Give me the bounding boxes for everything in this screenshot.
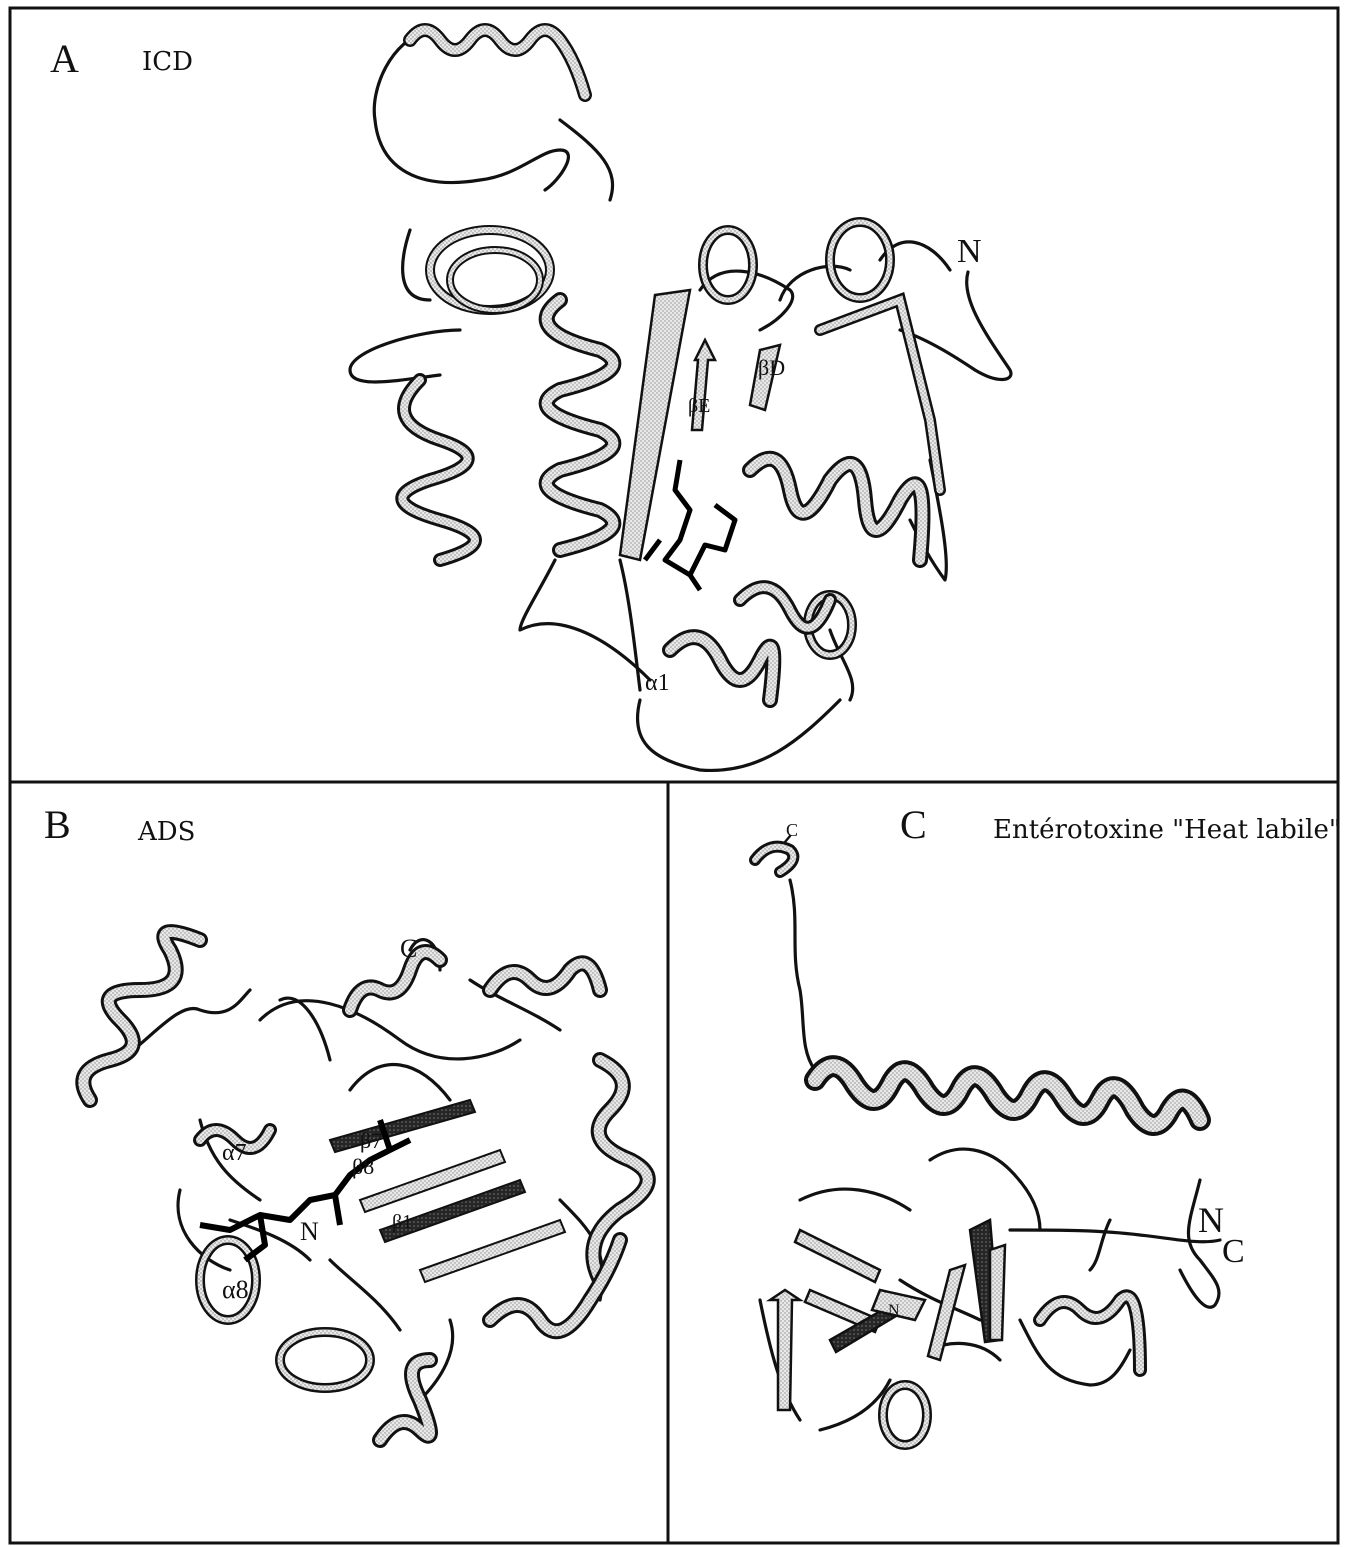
panel-b: B ADS xyxy=(44,802,648,1440)
panel-a-protein-ribbon xyxy=(350,30,1011,770)
panel-c-c-terminus-helix-label: C xyxy=(1222,1233,1245,1270)
panel-c-n-terminus-helix-label: N xyxy=(1198,1200,1224,1240)
panel-b-alpha-8-label: α8 xyxy=(222,1275,249,1304)
panel-b-helix-upper-left xyxy=(83,932,200,1100)
panel-a-helix-right xyxy=(750,459,923,560)
panel-b-helix-top-center xyxy=(350,952,440,1010)
panel-a-helix-left xyxy=(402,380,475,560)
panel-a-n-terminus-label: N xyxy=(957,233,982,270)
panel-a-title: ICD xyxy=(142,47,193,77)
panel-c-helix-lower xyxy=(883,1385,927,1445)
panel-a-ligand xyxy=(645,460,735,590)
panel-b-beta-7-label: β7 xyxy=(360,1128,382,1153)
panel-a-beta-e-label: βE xyxy=(688,395,710,417)
panel-a-beta-d-label: βD xyxy=(758,355,785,380)
panel-a-helix-top-right xyxy=(820,222,940,490)
panel-a-helix-center-left xyxy=(547,300,614,550)
panel-b-title: ADS xyxy=(137,817,195,847)
panel-a-helix-top xyxy=(410,30,585,95)
panel-b-helix-top-right xyxy=(490,963,600,990)
panel-b-n-terminus-label: N xyxy=(300,1217,319,1246)
panel-a-letter: A xyxy=(50,36,79,81)
panel-b-letter: B xyxy=(44,802,71,847)
panel-a-helix-top-center xyxy=(703,230,753,300)
panel-b-alpha-7-label: α7 xyxy=(222,1140,247,1166)
panel-c-long-helix xyxy=(815,1066,1200,1125)
panel-b-helix-bottom xyxy=(280,1332,430,1440)
panel-b-beta-1-label: β1 xyxy=(392,1211,412,1233)
panel-b-beta-8-label: β8 xyxy=(352,1154,374,1179)
panel-a: A ICD xyxy=(50,30,1011,770)
panel-c-title: Entérotoxine "Heat labile" xyxy=(993,815,1341,845)
panel-a-beta-strand-central xyxy=(620,290,690,560)
panel-a-alpha-1-label: α1 xyxy=(645,670,670,696)
panel-a-helix-upper-left xyxy=(430,230,550,310)
panel-b-protein-ribbon xyxy=(83,932,647,1440)
panel-c-c-terminus-top-label: C xyxy=(786,820,798,840)
panel-c: C Entérotoxine "Heat labile" xyxy=(755,802,1341,1445)
panel-b-c-terminus-label: C xyxy=(400,934,417,963)
panel-c-protein-ribbon xyxy=(755,836,1220,1445)
panel-c-letter: C xyxy=(900,802,927,847)
panel-c-n-terminus-barrel-label: N xyxy=(888,1302,900,1319)
